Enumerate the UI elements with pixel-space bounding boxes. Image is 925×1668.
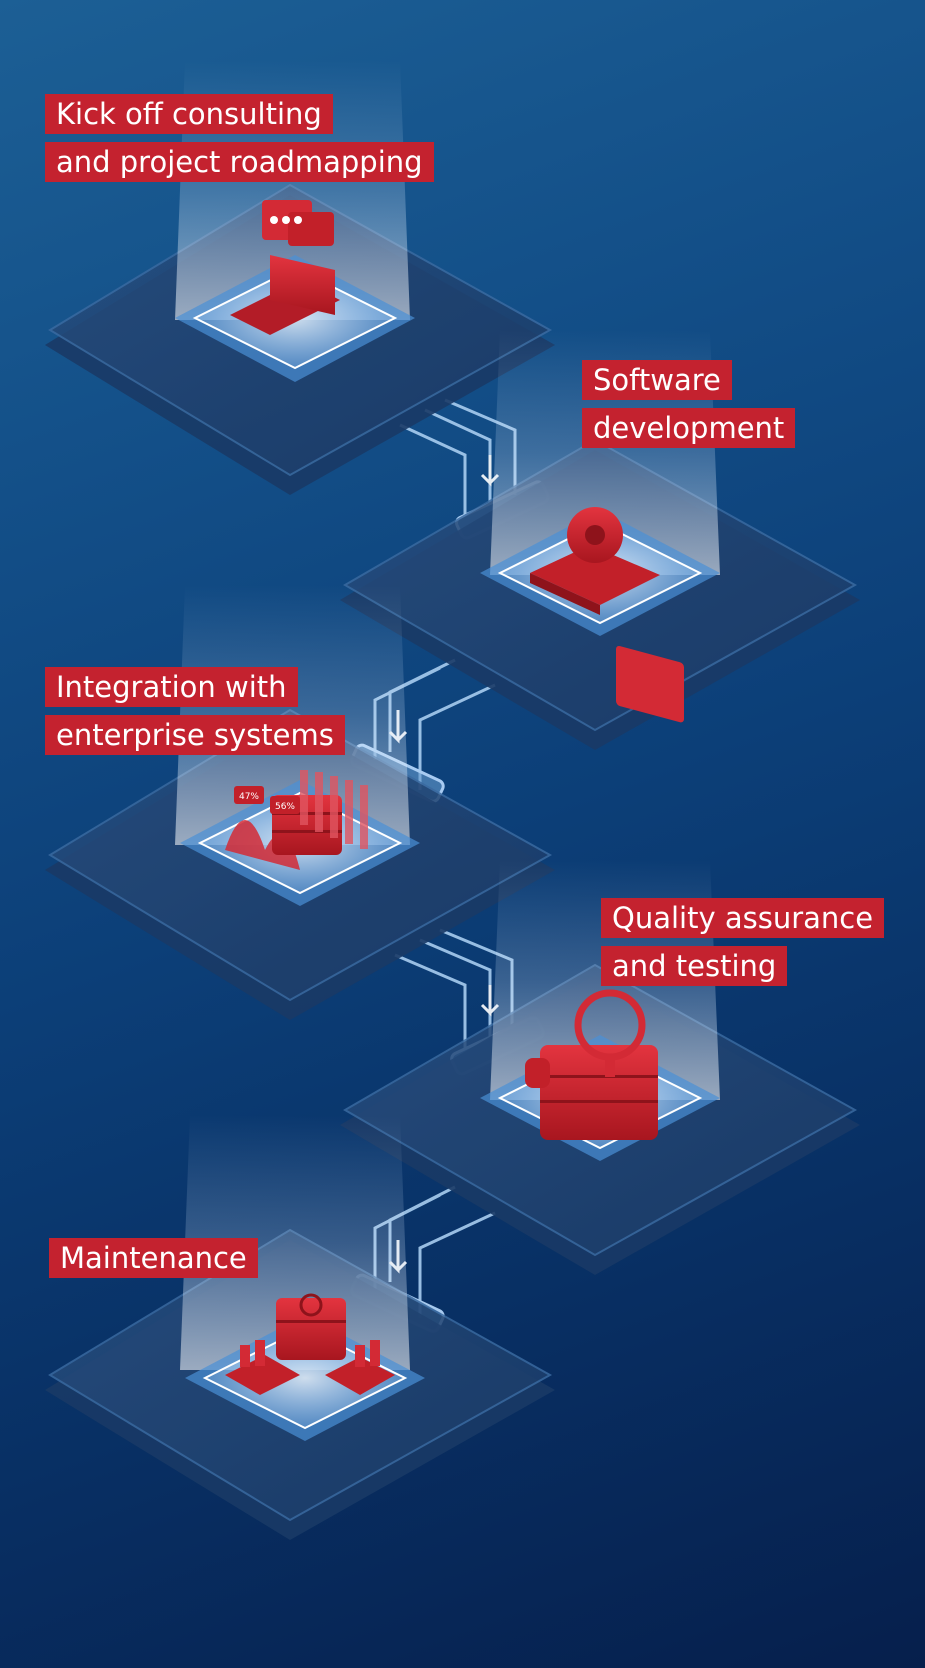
label-integration: Integration with enterprise systems (45, 667, 345, 755)
maintenance-server-icon (225, 1293, 395, 1395)
label-qa-line-1: Quality assurance (601, 898, 885, 938)
step-qa-platform (340, 860, 860, 1275)
label-kickoff-line-2: and project roadmapping (45, 142, 434, 182)
badge-47: 47% (239, 792, 259, 802)
label-kickoff-line-1: Kick off consulting (45, 94, 333, 134)
step-maintenance-platform (45, 1115, 555, 1540)
label-software-line-1: Software (582, 360, 732, 400)
step-integration-platform: 47% 56% (45, 585, 555, 1020)
step-software-platform (340, 330, 860, 750)
badge-56-box (270, 796, 300, 814)
label-integration-line-1: Integration with (45, 667, 298, 707)
laptop-chat-icon (230, 200, 340, 335)
label-software: Software development (582, 360, 796, 448)
server-analytics-icon: 47% 56% (225, 770, 368, 870)
magnifier-server-icon (525, 989, 658, 1140)
label-qa-line-2: and testing (601, 946, 788, 986)
label-integration-line-2: enterprise systems (45, 715, 345, 755)
step-kickoff-platform (45, 60, 555, 495)
badge-47-box (234, 786, 264, 804)
label-kickoff: Kick off consulting and project roadmapp… (45, 94, 434, 182)
label-maintenance: Maintenance (49, 1238, 258, 1278)
label-maintenance-line-1: Maintenance (49, 1238, 258, 1278)
badge-56: 56% (275, 802, 295, 812)
label-qa: Quality assurance and testing (601, 898, 885, 986)
label-software-line-2: development (582, 408, 796, 448)
gear-monitor-icon (530, 507, 684, 723)
